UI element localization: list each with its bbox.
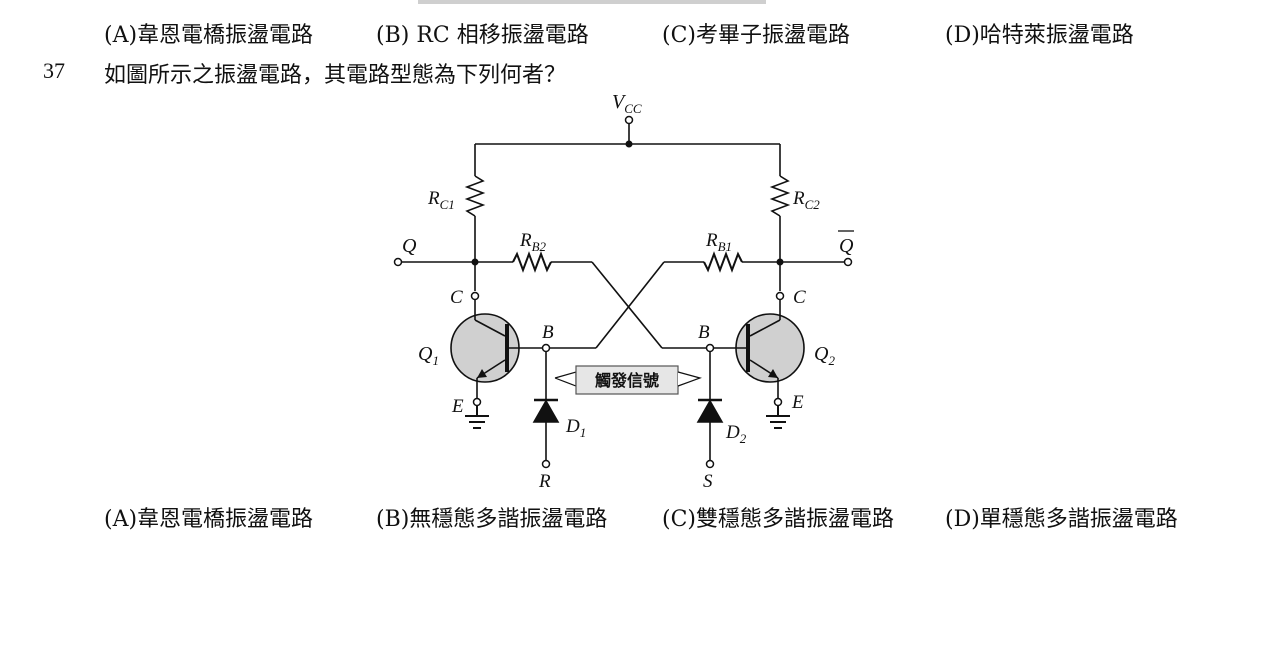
ground-right-icon: [766, 406, 790, 429]
s-terminal: [705, 459, 715, 469]
page-top-divider: [418, 0, 766, 4]
trigger-signal-label: 觸發信號: [595, 371, 659, 390]
e-left-label: E: [451, 396, 464, 417]
c-right-label: C: [793, 287, 806, 308]
vcc-label: VCC: [612, 91, 642, 116]
rc1-resistor: [464, 175, 486, 217]
option-d[interactable]: (D)單穩態多諧振盪電路: [945, 507, 1178, 532]
option-c[interactable]: (C)雙穩態多諧振盪電路: [662, 507, 894, 532]
r-terminal: [541, 459, 551, 469]
q1-label: Q1: [418, 343, 439, 368]
q2-label: Q2: [814, 343, 835, 368]
question-text: 如圖所示之振盪電路，其電路型態為下列何者？: [104, 63, 567, 88]
option-b[interactable]: (B)無穩態多諧振盪電路: [376, 507, 608, 532]
s-terminal-label: S: [703, 471, 713, 492]
d2-label: D2: [725, 422, 747, 446]
rb1-resistor: [703, 251, 743, 273]
b-left-label: B: [542, 322, 554, 343]
rc2-label: RC2: [792, 188, 820, 212]
e-right-label: E: [791, 392, 804, 413]
multivibrator-circuit-diagram: 觸發信號 VCC RC1 RC2 RB2 RB1 Q Q C C B B Q1 …: [393, 91, 854, 492]
q-bar-output-label: Q: [839, 235, 854, 257]
prev-option-c[interactable]: (C)考畢子振盪電路: [662, 23, 850, 48]
rb1-label: RB1: [705, 230, 732, 254]
trigger-signal-callout: 觸發信號: [554, 365, 702, 395]
c-left-label: C: [450, 287, 463, 308]
q1-transistor: [450, 296, 542, 400]
q2-transistor: [714, 296, 805, 400]
b-right-label: B: [698, 322, 710, 343]
ground-left-icon: [465, 406, 489, 429]
prev-option-b[interactable]: (B) RC 相移振盪電路: [376, 23, 589, 48]
option-a[interactable]: (A)韋恩電橋振盪電路: [104, 507, 314, 532]
cross-wire-1: [591, 261, 663, 349]
r-terminal-label: R: [538, 471, 551, 492]
d1-label: D1: [565, 416, 586, 440]
prev-option-d[interactable]: (D)哈特萊振盪電路: [945, 23, 1134, 48]
d1-diode: [532, 352, 560, 461]
cross-wire-2: [595, 261, 665, 349]
q-terminal: [393, 257, 403, 267]
q-bar-terminal: [843, 257, 853, 267]
rc1-label: RC1: [427, 188, 455, 212]
rc2-resistor: [769, 175, 791, 217]
rb2-label: RB2: [519, 230, 547, 254]
prev-option-a[interactable]: (A)韋恩電橋振盪電路: [104, 23, 314, 48]
q-output-label: Q: [402, 235, 417, 257]
d2-diode: [696, 352, 724, 461]
question-number: 37: [43, 58, 65, 83]
rb2-resistor: [512, 251, 552, 273]
vcc-terminal: [624, 115, 634, 125]
